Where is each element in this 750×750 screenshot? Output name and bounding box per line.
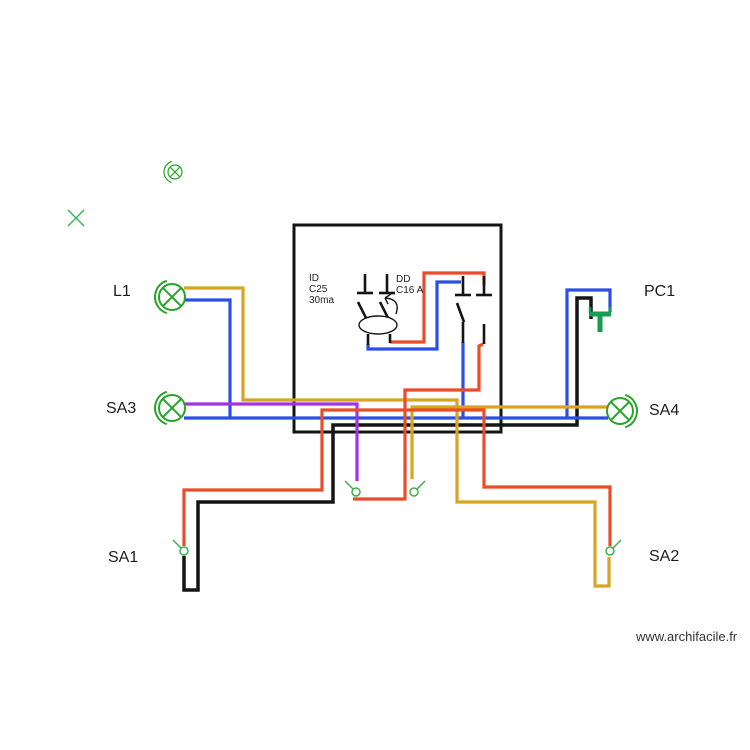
wire-purple-sa3-switch[interactable] [184, 402, 359, 481]
label-sa1: SA1 [108, 549, 139, 566]
switch-mid-left[interactable] [344, 480, 361, 497]
switch-lever-icon [344, 480, 354, 490]
switch-contact-icon [351, 487, 361, 497]
differential-toroid-icon [358, 315, 398, 335]
wire-blue-pc1-branch[interactable] [565, 288, 612, 418]
label-l1: L1 [113, 283, 131, 300]
label-sa2: SA2 [649, 548, 680, 565]
panel-box[interactable] [292, 223, 503, 434]
switch-sa2[interactable] [605, 539, 622, 556]
lamp-x-icon [162, 398, 182, 418]
lamp-x-icon [610, 401, 630, 421]
id-breaker-rating: C25 [309, 284, 328, 295]
lamp-l1[interactable] [151, 276, 194, 319]
id-breaker-label: ID C25 30ma [309, 273, 334, 306]
switch-mid-right[interactable] [409, 480, 426, 497]
socket-pc1[interactable] [588, 307, 612, 332]
cross-icon [67, 209, 85, 227]
wire-blue-panel-link[interactable] [366, 280, 461, 351]
wire-black-pc1-sa1[interactable] [182, 296, 593, 592]
lamp-arc-icon [163, 160, 187, 184]
lamp-x-icon [162, 287, 182, 307]
wire-orange-phase-sa1-sa2[interactable] [182, 408, 612, 546]
switch-contact-icon [605, 546, 615, 556]
lamp-decor[interactable] [161, 158, 189, 186]
breaker-contact-line [455, 302, 466, 323]
breaker-contact-line [356, 301, 368, 319]
switch-lever-icon [612, 539, 622, 549]
trip-arrow-head [384, 297, 389, 305]
lamp-arc-icon [154, 390, 191, 426]
label-sa3: SA3 [106, 400, 137, 417]
trip-arrow-head [384, 293, 392, 299]
lamp-arc-icon [602, 393, 638, 429]
wire-yellow-switch-sa4[interactable] [410, 405, 607, 479]
switch-contact-icon [409, 487, 419, 497]
breaker-symbols[interactable] [356, 274, 492, 345]
lamp-sa4[interactable] [599, 390, 642, 433]
switch-lever-icon [416, 480, 426, 490]
dd-breaker-type: DD [396, 274, 411, 285]
trip-arrow-icon [384, 297, 398, 315]
switch-contact-icon [179, 546, 189, 556]
label-pc1: PC1 [644, 283, 676, 300]
breaker-contact-line [378, 301, 390, 319]
cross-decor[interactable] [67, 209, 85, 227]
dd-breaker-label: DD C16 A [396, 274, 423, 296]
switch-lever-icon [172, 539, 182, 549]
wire-yellow-l1-sa2[interactable] [184, 286, 611, 588]
wire-blue-l1-branch[interactable] [184, 298, 232, 418]
id-breaker-current: 30ma [309, 295, 335, 306]
label-sa4: SA4 [649, 402, 680, 419]
lamp-arc-icon [154, 279, 190, 315]
id-breaker-type: ID [309, 273, 319, 284]
watermark: www.archifacile.fr [636, 629, 738, 644]
wire-orange-dd-switches[interactable] [353, 342, 484, 501]
lamp-x-icon [169, 166, 181, 178]
dd-breaker-rating: C16 A [396, 285, 424, 296]
lamp-sa3[interactable] [151, 387, 194, 430]
switch-sa1[interactable] [172, 539, 189, 556]
